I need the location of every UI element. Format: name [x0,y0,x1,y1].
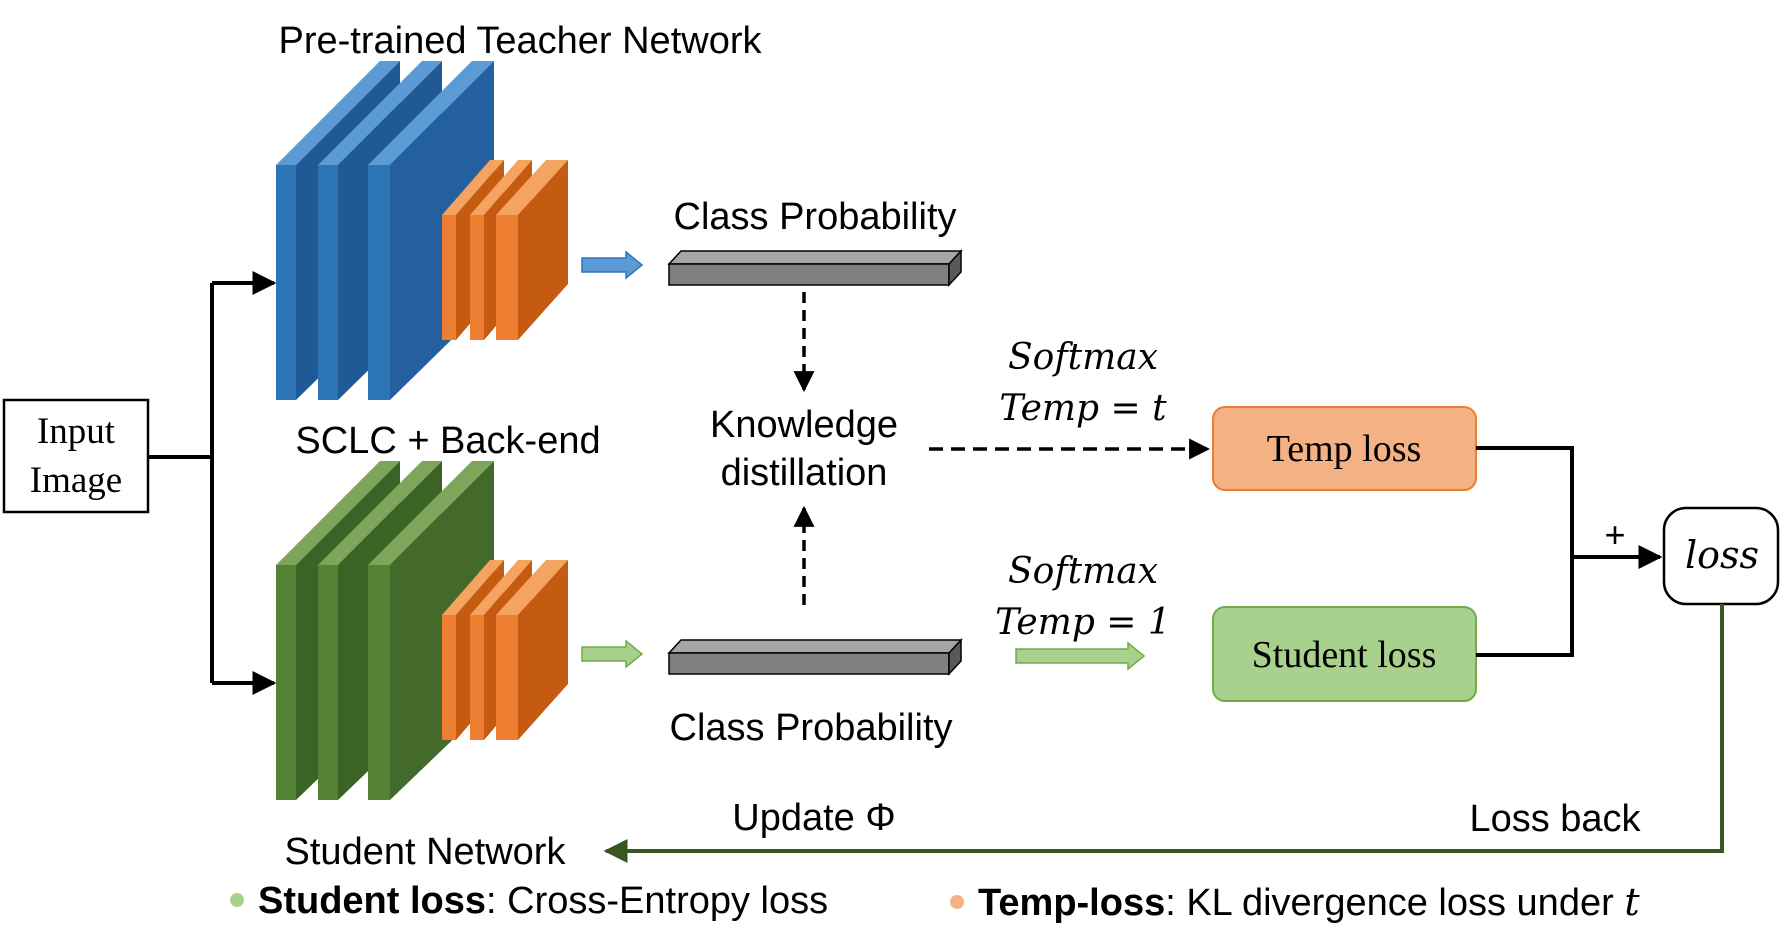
teacher-subtitle: SCLC + Back-end [295,420,600,462]
class-probability-bottom-label: Class Probability [670,707,953,749]
input-label-line2: Image [30,460,122,501]
teacher-backend-layer [496,160,568,340]
student-prob-to-loss-arrow [1015,641,1146,671]
teacher-class-probability-bar [667,249,963,287]
student-output-arrow [581,639,644,669]
teacher-network-title: Pre-trained Teacher Network [279,20,763,62]
teacher-network-stack [276,61,568,400]
temp-loss-label: Temp loss [1267,428,1422,470]
class-probability-top-label: Class Probability [674,196,957,238]
legend-student-name: Student loss [258,880,487,922]
kd-label-line1: Knowledge [710,404,898,446]
legend-temp-var: t [1624,880,1640,924]
softmax-bottom-label: Softmax [1008,551,1158,592]
input-image-box [2,398,150,514]
student-class-probability-bar [667,638,963,676]
softmax-top-label: Softmax [1008,337,1158,378]
legend-student-item: Student loss: Cross-Entropy loss [230,880,828,923]
legend: Student loss: Cross-Entropy loss Temp-lo… [230,880,1770,940]
loss-node-label: loss [1685,533,1759,577]
legend-temp-desc: : KL divergence loss under [1165,882,1625,924]
student-backend-layer [496,560,568,740]
input-label-line1: Input [37,411,116,452]
teacher-output-arrow [581,250,644,280]
legend-temp-name: Temp-loss [978,882,1166,924]
plus-sign: + [1604,514,1625,555]
temp-1-label: Temp = 1 [995,602,1171,643]
loss-combine-connector [1476,446,1663,657]
temp-t-label: Temp = t [999,388,1167,429]
student-network-label: Student Network [285,831,567,873]
student-loss-label: Student loss [1252,634,1437,676]
legend-student-dot [230,893,244,907]
loss-back-feedback-arrow [603,604,1724,863]
legend-student-desc: : Cross-Entropy loss [486,880,829,922]
legend-temp-item: Temp-loss: KL divergence loss under t [950,880,1640,925]
loss-back-label: Loss back [1469,798,1641,840]
update-phi-label: Update Φ [732,797,895,839]
kd-label-line2: distillation [721,452,888,494]
input-split-connector [148,271,277,695]
legend-temp-dot [950,895,964,909]
student-network-stack [276,461,568,800]
